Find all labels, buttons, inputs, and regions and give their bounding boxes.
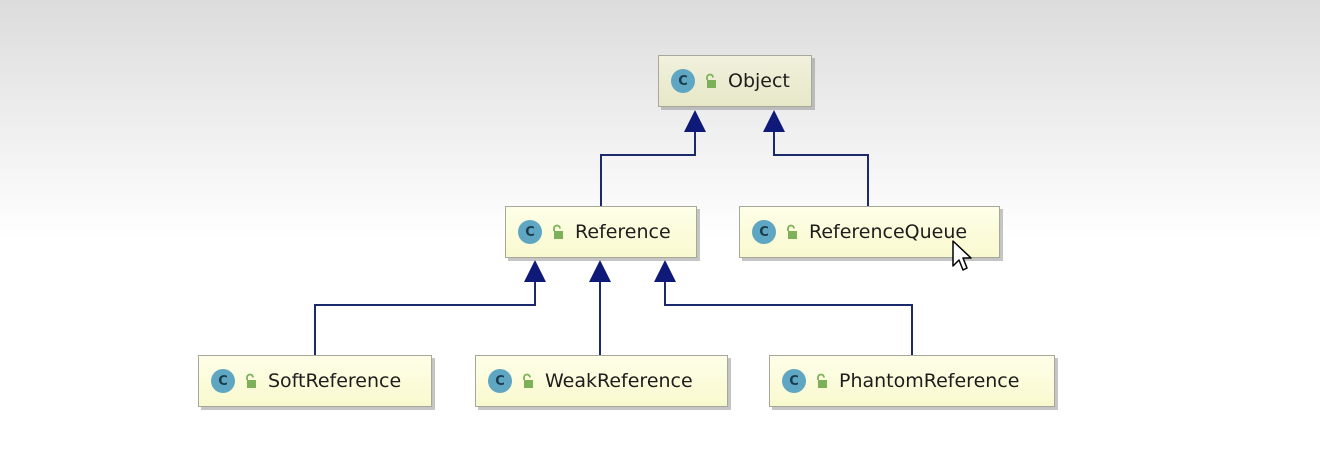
edge-reference-to-object [600,132,696,206]
class-name: PhantomReference [839,370,1020,392]
class-icon: C [488,369,512,393]
class-name: WeakReference [545,370,693,392]
arrowhead-reference-to-object [684,110,706,132]
class-name: Reference [575,221,671,243]
edge-softreference-to-reference [314,282,536,355]
class-name: SoftReference [268,370,402,392]
public-lock-icon [817,373,827,388]
class-node-reference[interactable]: C Reference [505,206,697,258]
class-icon: C [518,220,542,244]
class-icon: C [752,220,776,244]
class-name: ReferenceQueue [809,221,968,243]
public-lock-icon [787,224,797,239]
mouse-pointer-icon [952,240,972,271]
public-lock-icon [523,373,533,388]
arrowhead-phantomreference-to-reference [654,260,676,282]
edge-phantomreference-to-reference [664,282,913,355]
class-node-phantomreference[interactable]: C PhantomReference [769,355,1055,407]
arrowhead-weakreference-to-reference [589,260,611,282]
public-lock-icon [553,224,563,239]
edge-referencequeue-to-object [773,132,869,206]
class-icon: C [671,69,695,93]
class-icon: C [782,369,806,393]
public-lock-icon [706,73,716,88]
arrowhead-softreference-to-reference [524,260,546,282]
class-node-object[interactable]: C Object [658,55,812,107]
class-icon: C [211,369,235,393]
arrowhead-referencequeue-to-object [763,110,785,132]
class-name: Object [728,70,790,92]
public-lock-icon [246,373,256,388]
class-node-weakreference[interactable]: C WeakReference [475,355,728,407]
class-node-softreference[interactable]: C SoftReference [198,355,432,407]
